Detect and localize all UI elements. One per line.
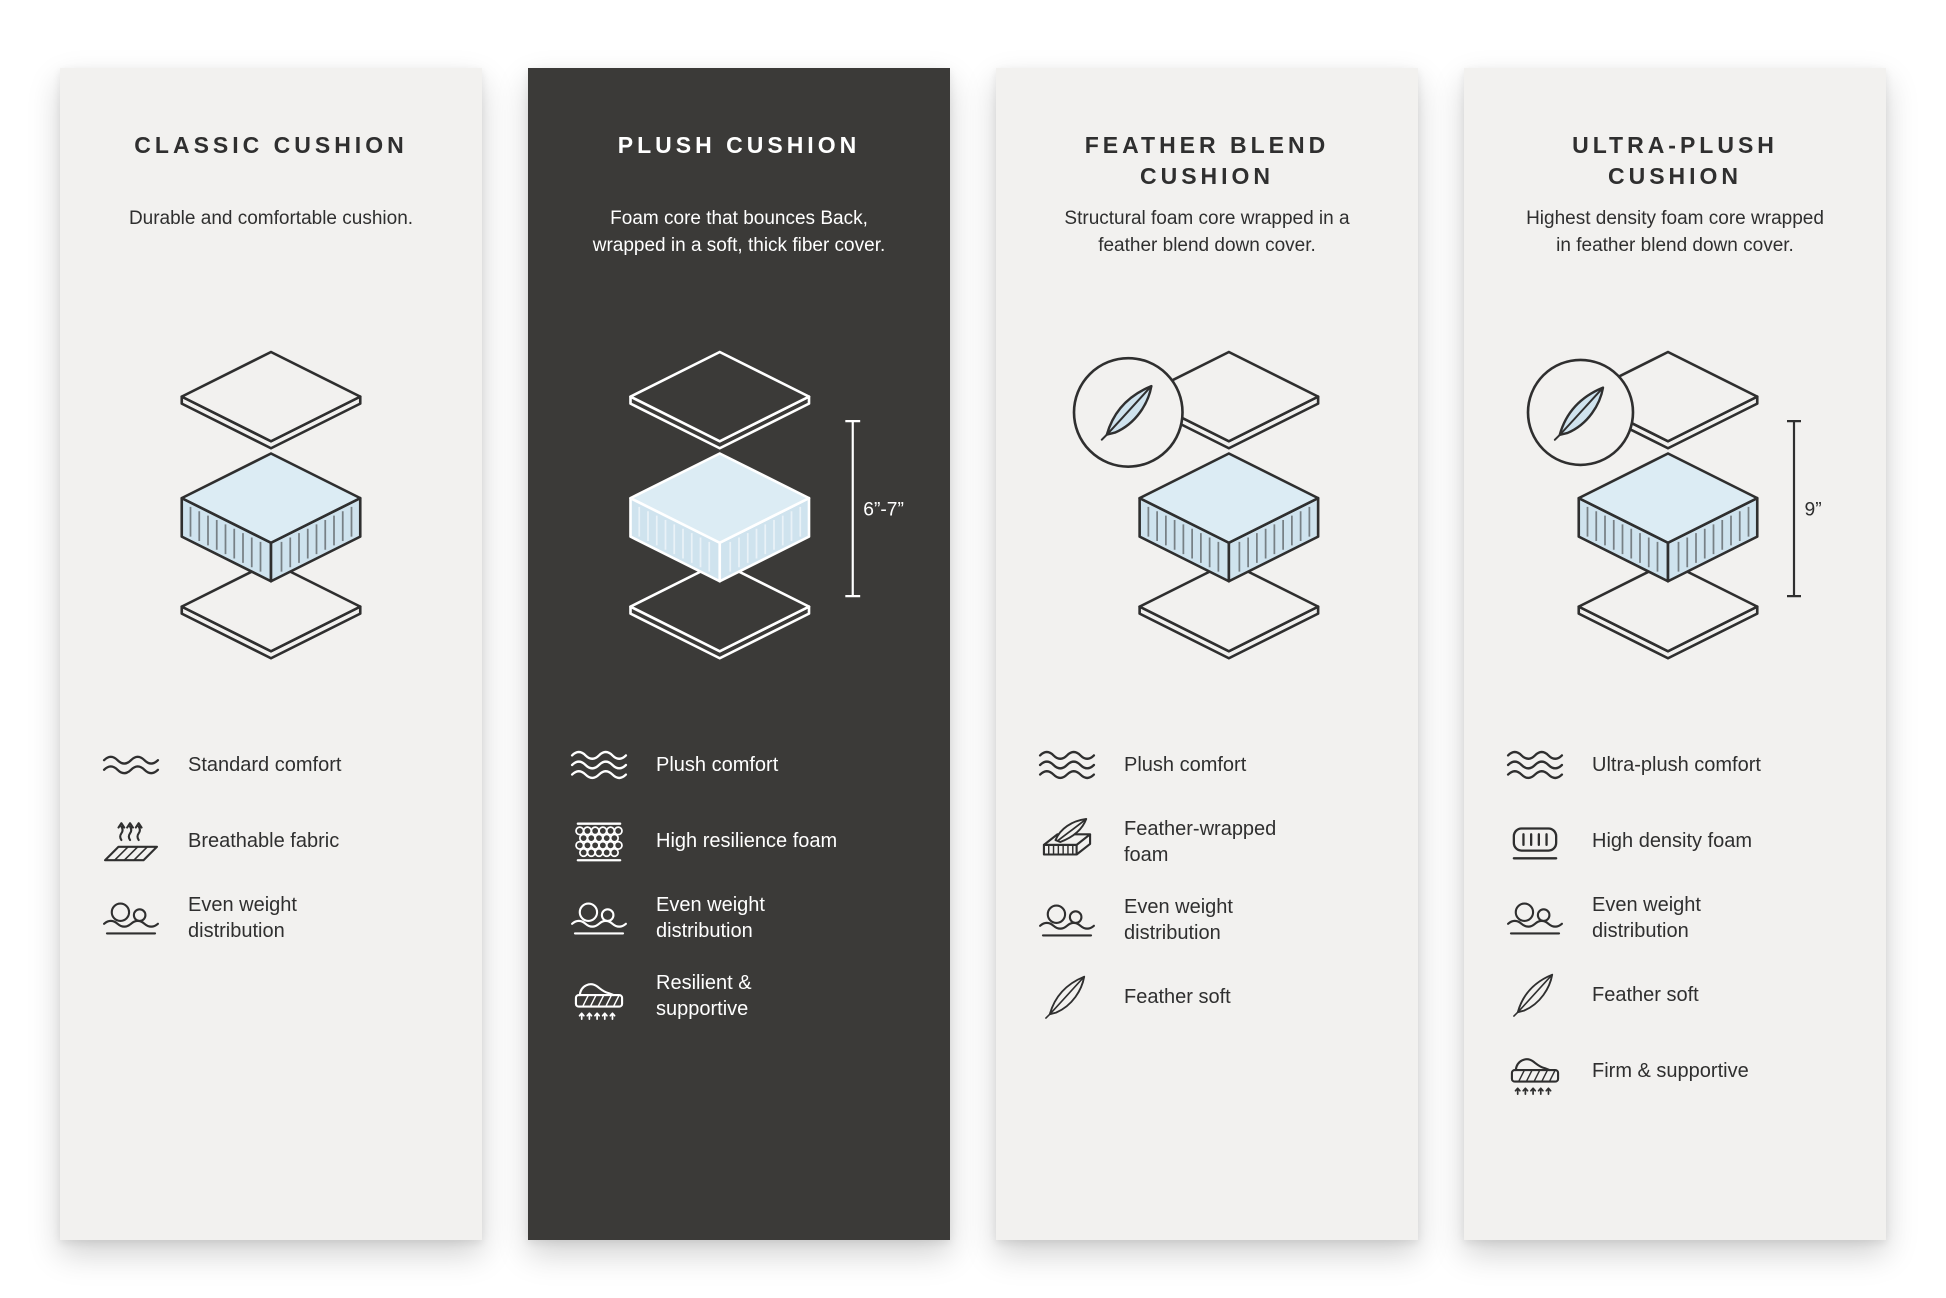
cushion-card-plush: PLUSH CUSHION Foam core that bounces Bac…: [528, 68, 950, 1240]
feature-item: Even weight distribution: [100, 892, 442, 944]
feature-label: Ultra-plush comfort: [1592, 754, 1761, 776]
supportive-icon: [568, 971, 630, 1021]
feature-item: Plush comfort: [1036, 740, 1378, 790]
density-foam-icon: [1504, 816, 1566, 866]
feature-label: Even weight distribution: [1592, 894, 1701, 942]
cushion-card-ultra-plush: ULTRA-PLUSH CUSHION Highest density foam…: [1464, 68, 1886, 1240]
weight-distribution-icon: [1036, 895, 1098, 945]
feature-item: Feather soft: [1036, 972, 1378, 1022]
card-description: Durable and comfortable cushion.: [128, 208, 414, 229]
feature-label: Resilient & supportive: [656, 972, 752, 1020]
feature-item: Firm & supportive: [1504, 1046, 1846, 1096]
feature-item: Ultra-plush comfort: [1504, 740, 1846, 790]
feature-item: Resilient & supportive: [568, 970, 910, 1022]
feature-label: Breathable fabric: [188, 830, 340, 852]
weight-distribution-icon: [100, 893, 162, 943]
feature-list: Standard comfort Breathable fabric Even …: [96, 740, 446, 944]
feature-list: Plush comfort High resilience foam Even …: [564, 740, 914, 1022]
card-title: CLASSIC CUSHION: [134, 132, 408, 158]
cushion-diagram: [1032, 294, 1382, 714]
feature-list: Plush comfort Feather-wrapped foam Even …: [1032, 740, 1382, 1022]
feather-badge: [1072, 356, 1184, 468]
layered-cushion-illustration: [180, 350, 362, 660]
layered-cushion-illustration: 9”: [1526, 350, 1822, 660]
supportive-icon: [1504, 1046, 1566, 1096]
cushion-diagram: 9”: [1500, 294, 1850, 714]
feature-label: Standard comfort: [188, 754, 342, 776]
feather-badge: [1526, 358, 1635, 466]
waves-icon: [568, 740, 630, 790]
waves-icon: [1036, 740, 1098, 790]
waves-icon: [100, 740, 162, 790]
cushion-diagram: 6”-7”: [564, 294, 914, 714]
foam-cells-icon: [568, 816, 630, 866]
feature-label: Plush comfort: [1124, 754, 1247, 776]
breathable-icon: [100, 816, 162, 866]
feature-item: High density foam: [1504, 816, 1846, 866]
cushion-card-classic: CLASSIC CUSHION Durable and comfortable …: [60, 68, 482, 1240]
feature-label: Even weight distribution: [188, 894, 297, 942]
feature-item: Feather soft: [1504, 970, 1846, 1020]
feature-item: Standard comfort: [100, 740, 442, 790]
cushion-card-feather-blend: FEATHER BLEND CUSHION Structural foam co…: [996, 68, 1418, 1240]
card-description: Structural foam core wrapped in a feathe…: [1064, 208, 1350, 256]
feature-item: Even weight distribution: [1504, 892, 1846, 944]
waves-icon: [1504, 740, 1566, 790]
feature-label: Feather soft: [1124, 986, 1231, 1008]
layered-cushion-illustration: 6”-7”: [629, 350, 904, 660]
weight-distribution-icon: [568, 893, 630, 943]
feature-label: Plush comfort: [656, 754, 779, 776]
card-title: FEATHER BLEND CUSHION: [1084, 132, 1330, 190]
feature-label: Even weight distribution: [656, 894, 765, 942]
feature-label: Feather soft: [1592, 984, 1699, 1006]
dimension-label: 6”-7”: [863, 499, 904, 520]
card-title: ULTRA-PLUSH CUSHION: [1572, 132, 1778, 190]
card-description: Foam core that bounces Back, wrapped in …: [592, 208, 886, 256]
feature-item: Feather-wrapped foam: [1036, 816, 1378, 868]
feather-icon: [1504, 970, 1566, 1020]
feature-label: Even weight distribution: [1124, 896, 1233, 944]
feature-item: Breathable fabric: [100, 816, 442, 866]
feather-icon: [1036, 972, 1098, 1022]
feature-label: High resilience foam: [656, 830, 838, 852]
feather-foam-icon: [1036, 817, 1098, 867]
feature-item: Plush comfort: [568, 740, 910, 790]
cushion-diagram: [96, 294, 446, 714]
feature-list: Ultra-plush comfort High density foam Ev…: [1500, 740, 1850, 1096]
feature-label: High density foam: [1592, 830, 1753, 852]
feature-label: Firm & supportive: [1592, 1060, 1749, 1082]
feature-item: High resilience foam: [568, 816, 910, 866]
feature-item: Even weight distribution: [1036, 894, 1378, 946]
card-title: PLUSH CUSHION: [617, 132, 861, 158]
dimension-marker: [845, 419, 861, 597]
dimension-label: 9”: [1805, 499, 1822, 520]
feature-label: Feather-wrapped foam: [1124, 818, 1277, 866]
card-description: Highest density foam core wrapped in fea…: [1526, 208, 1824, 256]
layered-cushion-illustration: [1072, 350, 1320, 660]
weight-distribution-icon: [1504, 893, 1566, 943]
dimension-marker: [1787, 419, 1801, 597]
feature-item: Even weight distribution: [568, 892, 910, 944]
